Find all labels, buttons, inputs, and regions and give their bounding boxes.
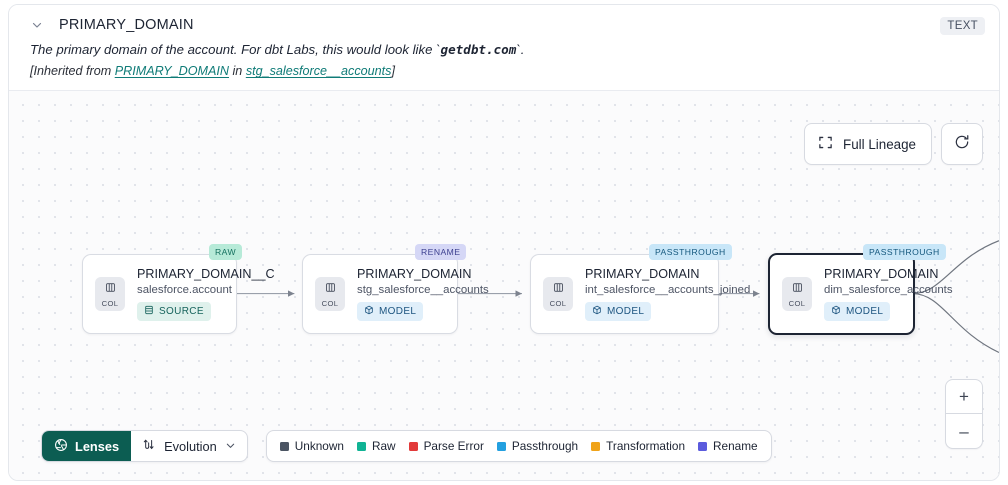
node-3-lens-badge: PASSTHROUGH [649,244,732,260]
cube-icon [592,305,602,318]
refresh-button[interactable] [941,123,983,165]
zoom-out-button[interactable]: – [959,421,969,441]
node-1-type-badge: SOURCE [137,302,211,321]
column-detail-panel: PRIMARY_DOMAIN TEXT The primary domain o… [8,4,1000,481]
node-4-subtitle: dim_salesforce_accounts [824,284,953,296]
node-4-lens-badge: PASSTHROUGH [863,244,946,260]
node-3-chip-label: COL [549,299,567,308]
node-1-chip-label: COL [101,299,119,308]
node-3-title: PRIMARY_DOMAIN [585,267,700,281]
lineage-node-1[interactable]: RAW COL PRIMARY_DOMAIN__C salesforce.acc… [82,244,275,334]
node-4-chip-label: COL [788,299,806,308]
legend-label-parse-error: Parse Error [423,439,484,453]
description-text-end: `. [516,42,525,57]
legend-item-passthrough[interactable]: Passthrough [496,439,579,453]
zoom-in-button[interactable]: + [946,380,982,414]
legend-swatch-unknown [279,441,289,451]
column-description: The primary domain of the account. For d… [9,33,999,59]
column-type-badge: TEXT [940,17,985,35]
lenses-button[interactable]: Lenses [42,431,132,461]
lenses-label: Lenses [75,438,120,454]
node-3-type-label: MODEL [607,306,645,317]
database-icon [144,305,154,318]
node-1-column-chip: COL [95,277,125,311]
column-icon [553,280,564,298]
legend-item-raw[interactable]: Raw [356,439,396,453]
node-2-title: PRIMARY_DOMAIN [357,267,472,281]
node-1-title: PRIMARY_DOMAIN__C [137,267,275,281]
legend-item-transformation[interactable]: Transformation [591,439,685,453]
legend-label-unknown: Unknown [294,439,344,453]
lineage-nodes: RAW COL PRIMARY_DOMAIN__C salesforce.acc… [9,91,999,480]
node-3-column-chip: COL [543,277,573,311]
lineage-canvas[interactable]: Full Lineage + – RAW [9,90,999,480]
legend-item-rename[interactable]: Rename [698,439,758,453]
inherited-column-link[interactable]: PRIMARY_DOMAIN [114,64,229,79]
node-4-body: PRIMARY_DOMAIN dim_salesforce_accounts M… [812,267,963,321]
legend-swatch-raw [356,441,366,451]
evolution-arrows-icon [142,438,156,455]
cube-icon [364,305,374,318]
node-1-type-label: SOURCE [159,306,204,317]
zoom-controls: + – [945,379,983,449]
node-3-type-badge: MODEL [585,302,652,321]
cube-icon [831,305,841,318]
inherited-model-link[interactable]: stg_salesforce__accounts [245,64,392,79]
description-code: getdbt.com [440,42,517,57]
node-4-column-chip: COL [782,277,812,311]
page-title: PRIMARY_DOMAIN [59,17,194,33]
node-2-column-chip: COL [315,277,345,311]
aperture-icon [54,438,68,455]
node-4-type-badge: MODEL [824,302,891,321]
lineage-node-4[interactable]: PASSTHROUGH COL PRIMARY_DOMAIN dim_sales… [768,244,953,335]
legend-label-raw: Raw [371,439,396,453]
lineage-bottom-bar: Lenses Evolution [41,430,772,462]
panel-header: PRIMARY_DOMAIN TEXT The primary domain o… [9,5,999,90]
node-2-chip-label: COL [321,299,339,308]
node-1-lens-badge: RAW [209,244,243,260]
lenses-segmented-control: Lenses Evolution [41,430,248,462]
node-1-subtitle: salesforce.account [137,284,232,296]
expand-corners-icon [818,135,833,153]
legend-swatch-transformation [591,441,601,451]
node-2-type-badge: MODEL [357,302,424,321]
node-2-body: PRIMARY_DOMAIN stg_salesforce__accounts … [345,267,499,321]
column-icon [325,280,336,298]
chevron-down-icon [225,439,236,454]
inherited-mid: in [229,64,246,79]
lens-legend: Unknown Raw Parse Error Passthrough Tran… [265,430,772,462]
full-lineage-label: Full Lineage [843,136,916,152]
canvas-toolbar: Full Lineage [804,123,983,165]
column-icon [792,280,803,298]
legend-swatch-parse-error [408,441,418,451]
lineage-node-3[interactable]: PASSTHROUGH COL PRIMARY_DOMAIN int_sales… [530,244,750,334]
description-text: The primary domain of the account. For d… [30,42,441,57]
evolution-label: Evolution [164,438,217,454]
node-2-type-label: MODEL [379,306,417,317]
legend-item-unknown[interactable]: Unknown [279,439,344,453]
full-lineage-button[interactable]: Full Lineage [804,123,932,165]
node-2-subtitle: stg_salesforce__accounts [357,284,489,296]
inherited-suffix: ] [391,64,395,79]
chevron-down-icon[interactable] [29,17,45,33]
inherited-from-note: [Inherited from PRIMARY_DOMAIN in stg_sa… [9,59,999,78]
evolution-dropdown[interactable]: Evolution [131,431,247,461]
node-3-subtitle: int_salesforce__accounts_joined [585,284,751,296]
lineage-node-2[interactable]: RENAME COL PRIMARY_DOMAIN stg_salesforce… [302,244,489,334]
legend-label-rename: Rename [713,439,758,453]
refresh-icon [953,133,971,156]
node-4-type-label: MODEL [846,306,884,317]
legend-item-parse-error[interactable]: Parse Error [408,439,484,453]
node-2-lens-badge: RENAME [415,244,467,260]
node-3-body: PRIMARY_DOMAIN int_salesforce__accounts_… [573,267,760,321]
column-icon [105,280,116,298]
legend-label-transformation: Transformation [606,439,686,453]
node-4-title: PRIMARY_DOMAIN [824,267,939,281]
legend-label-passthrough: Passthrough [511,439,579,453]
legend-swatch-rename [698,441,708,451]
inherited-prefix: [Inherited from [30,64,115,79]
legend-swatch-passthrough [496,441,506,451]
node-1-body: PRIMARY_DOMAIN__C salesforce.account SOU… [125,267,285,321]
